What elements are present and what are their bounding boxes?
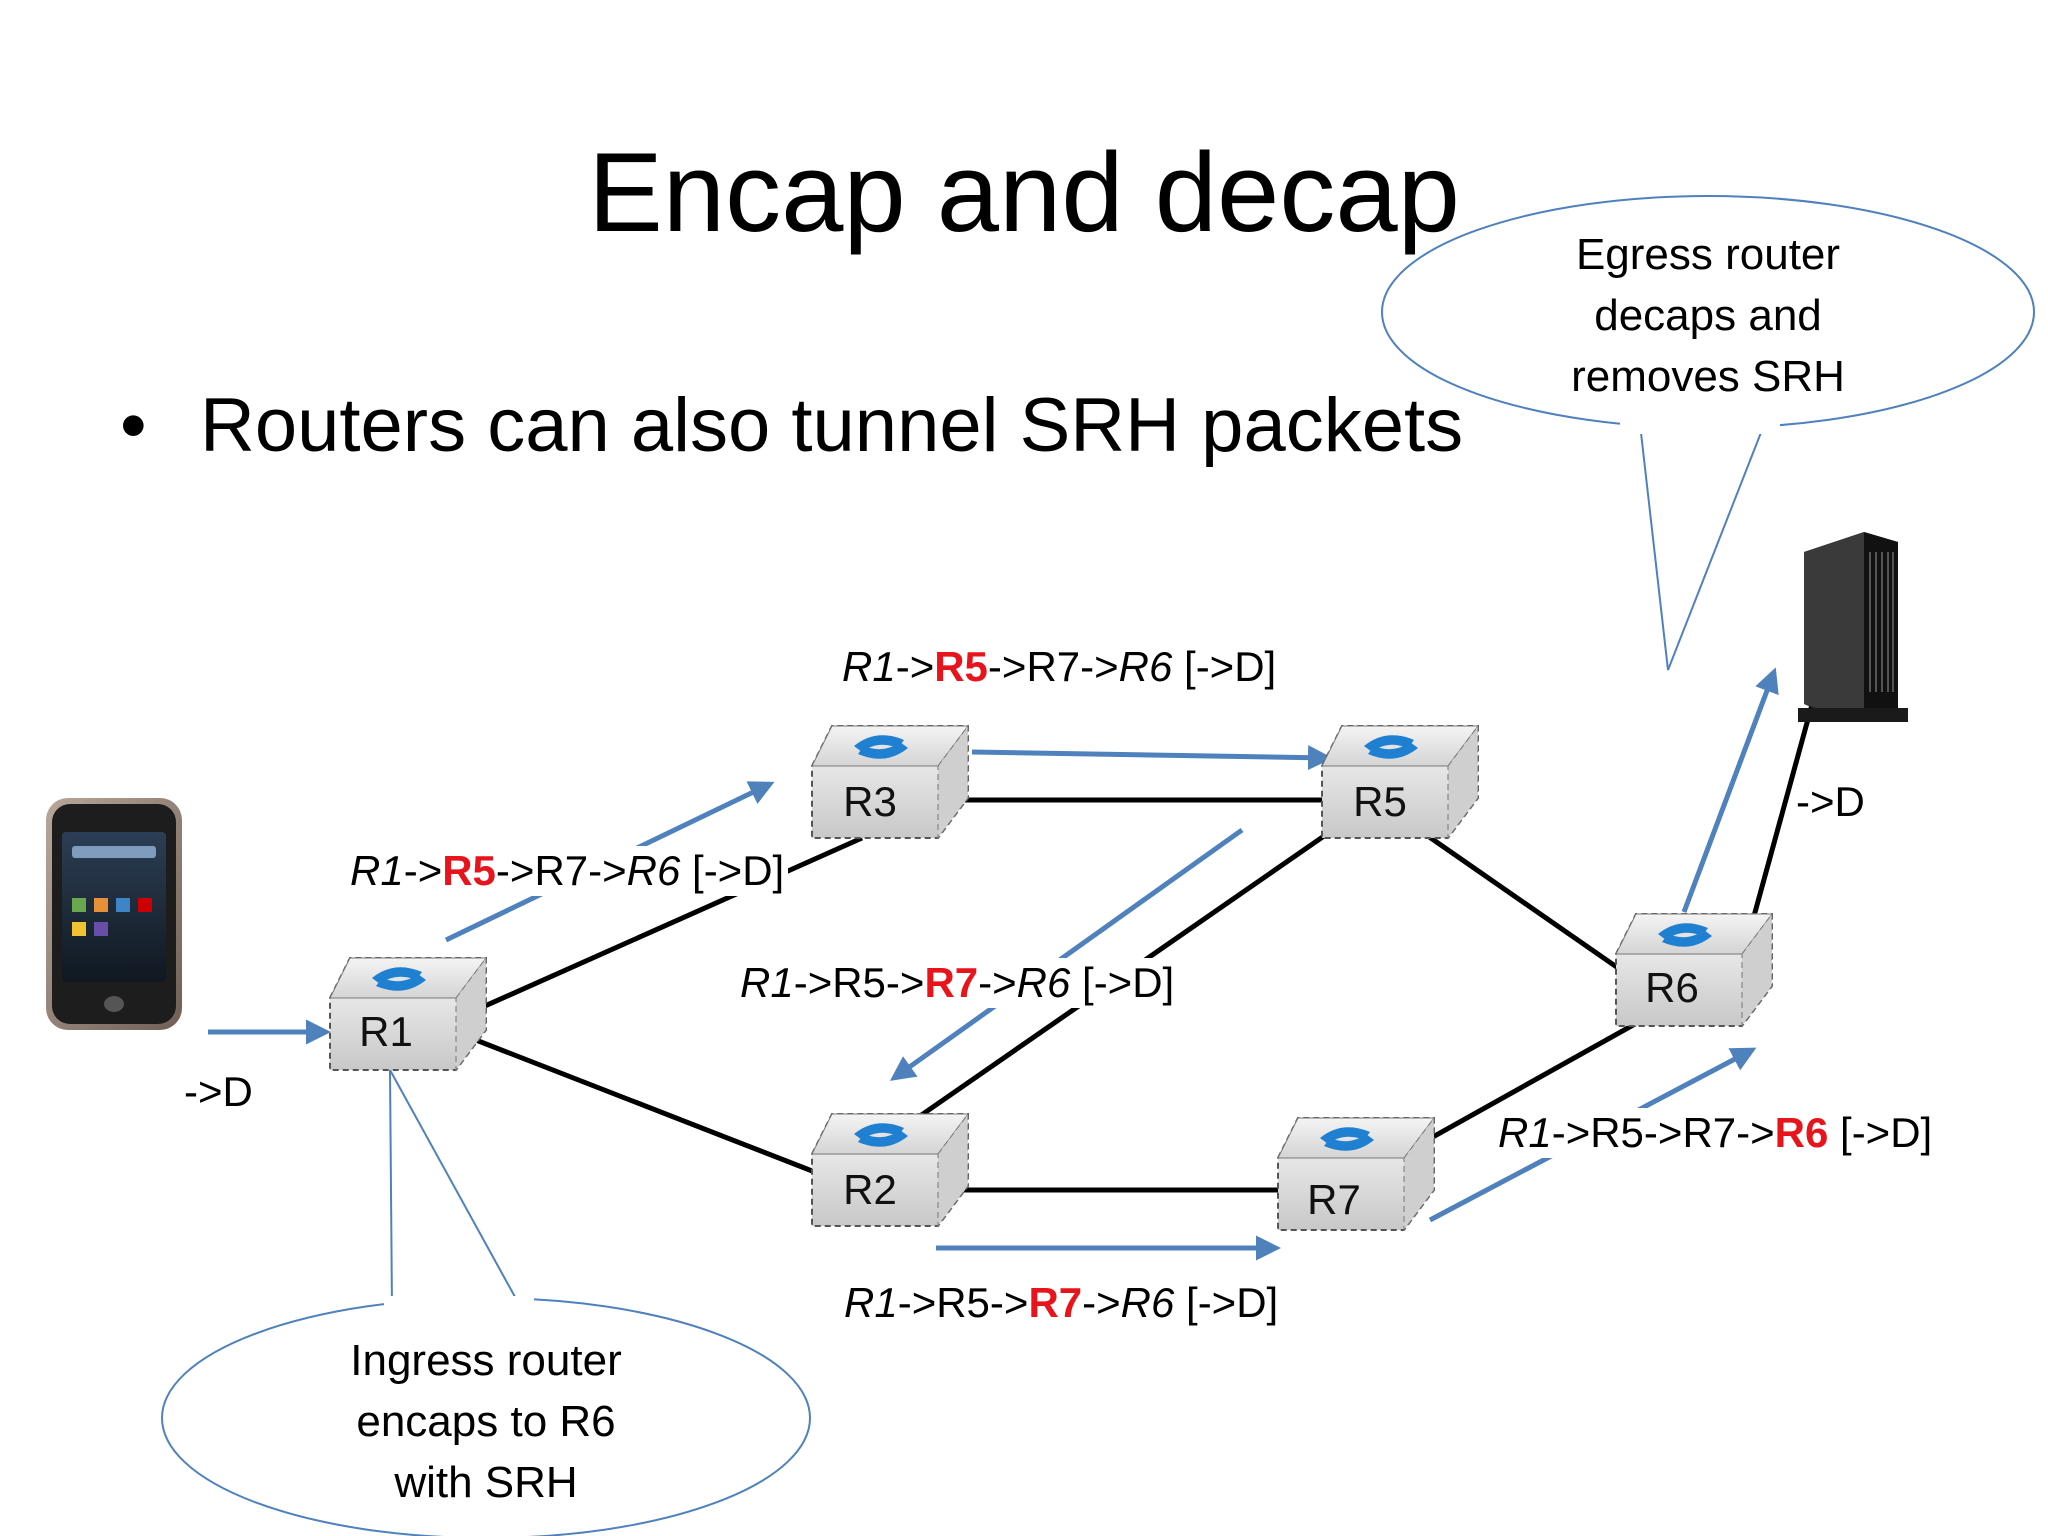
hop-1: R1 (842, 643, 896, 690)
separator: -> (403, 847, 443, 894)
hop-4: R6 (1118, 643, 1173, 690)
destination: [->D] (692, 847, 785, 894)
destination: [->D] (1186, 1279, 1279, 1326)
egress-callout (1381, 195, 2035, 671)
active-hop: R5 (442, 847, 496, 894)
hop-3: R7 (1026, 643, 1081, 690)
separator: -> (978, 959, 1017, 1006)
ingress-callout-text: Ingress router encaps to R6 with SRH (286, 1330, 686, 1513)
flow-arrow-r3-r5 (971, 745, 1333, 771)
ingress-callout (161, 1069, 811, 1536)
callout-line: decaps and (1594, 291, 1822, 340)
router-r3-icon (811, 724, 969, 840)
active-hop: R6 (1774, 1109, 1829, 1156)
router-label-r7: R7 (1307, 1176, 1361, 1223)
phone-destination-label: ->D (184, 1068, 253, 1115)
path-label-r3-r5: R1->R5->R7->R6 [->D] (838, 642, 1281, 692)
link-r1-r3 (438, 835, 864, 1029)
separator: -> (793, 959, 833, 1006)
hop-2: R5 (832, 959, 886, 1006)
router-label-r2: R2 (843, 1166, 897, 1213)
separator: -> (1082, 1279, 1121, 1326)
hop-1: R1 (1498, 1109, 1552, 1156)
callout-line: Ingress router (350, 1336, 622, 1385)
router-label-r5: R5 (1353, 778, 1407, 825)
separator: -> (897, 1279, 937, 1326)
callout-line: Egress router (1575, 230, 1841, 279)
separator: -> (588, 847, 627, 894)
callout-line: with SRH (394, 1458, 578, 1507)
router-r7-icon (1277, 1116, 1435, 1232)
hop-4: R6 (626, 847, 681, 894)
flow-arrow-r5-r2 (889, 827, 1244, 1081)
bullet-dot-icon: • (120, 383, 147, 468)
separator: -> (1551, 1109, 1591, 1156)
server-tower-icon (1798, 532, 1908, 722)
separator: -> (1643, 1109, 1683, 1156)
router-r6-icon (1615, 912, 1773, 1028)
active-hop: R7 (924, 959, 979, 1006)
hop-4: R6 (1120, 1279, 1175, 1326)
hop-1: R1 (350, 847, 404, 894)
separator: -> (989, 1279, 1029, 1326)
path-label-r5-r2: R1->R5->R7->R6 [->D] (736, 958, 1179, 1008)
callout-line: encaps to R6 (356, 1397, 616, 1446)
router-label-r6: R6 (1645, 964, 1699, 1011)
bullet-point: • Routers can also tunnel SRH packets (120, 378, 1463, 474)
router-label-r1: R1 (359, 1008, 413, 1055)
slide-title: Encap and decap (588, 130, 1460, 255)
separator: -> (1736, 1109, 1775, 1156)
destination: [->D] (1082, 959, 1175, 1006)
separator: -> (1080, 643, 1119, 690)
flow-arrows (208, 667, 1779, 1261)
link-r1-r2 (439, 1023, 867, 1195)
path-label-r2-r7: R1->R5->R7->R6 [->D] (840, 1278, 1283, 1328)
hop-3: R7 (534, 847, 589, 894)
egress-callout-text: Egress router decaps and removes SRH (1508, 224, 1908, 407)
router-r2-icon (811, 1112, 969, 1228)
router-r1-icon (329, 956, 487, 1072)
server-destination-label: ->D (1796, 778, 1865, 825)
flow-arrow-r6-server (1681, 667, 1779, 913)
separator: -> (495, 847, 535, 894)
hop-2: R5 (1590, 1109, 1644, 1156)
callout-line: removes SRH (1571, 352, 1845, 401)
separator: -> (895, 643, 935, 690)
link-r6-server (1751, 689, 1819, 917)
separator: -> (885, 959, 925, 1006)
router-r5-icon (1321, 724, 1479, 840)
hop-4: R6 (1016, 959, 1071, 1006)
hop-1: R1 (740, 959, 794, 1006)
hop-3: R7 (1682, 1109, 1737, 1156)
active-hop: R5 (934, 643, 988, 690)
active-hop: R7 (1028, 1279, 1083, 1326)
bullet-text: Routers can also tunnel SRH packets (200, 383, 1464, 468)
path-label-r1-r3: R1->R5->R7->R6 [->D] (346, 846, 789, 896)
hop-2: R5 (936, 1279, 990, 1326)
path-label-r7-r6: R1->R5->R7->R6 [->D] (1494, 1108, 1937, 1158)
destination: [->D] (1840, 1109, 1933, 1156)
smartphone-icon (46, 798, 182, 1030)
destination: [->D] (1184, 643, 1277, 690)
router-label-r3: R3 (843, 778, 897, 825)
hop-1: R1 (844, 1279, 898, 1326)
separator: -> (987, 643, 1027, 690)
